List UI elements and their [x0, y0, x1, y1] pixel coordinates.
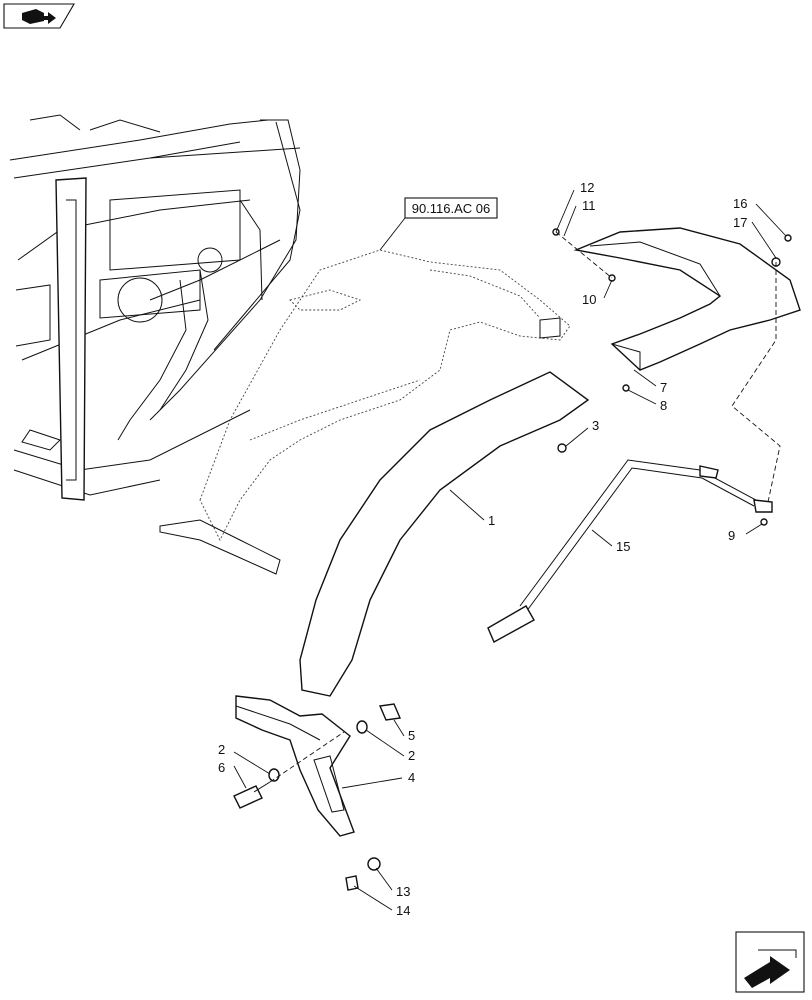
- reference-leader: [379, 217, 406, 251]
- leader-13: [375, 867, 393, 891]
- assembly-axis-right: [731, 262, 781, 503]
- leader-2a: [233, 751, 271, 775]
- nut-8[interactable]: [622, 384, 630, 392]
- fender-extension-lip: [611, 343, 641, 370]
- leader-14: [353, 885, 393, 911]
- leader-12: [555, 189, 575, 233]
- leader-9: [745, 523, 763, 535]
- leader-1: [449, 489, 485, 521]
- support-bracket[interactable]: [487, 459, 773, 643]
- leader-16: [755, 203, 787, 237]
- ghost-fender: [159, 249, 571, 575]
- callout-2a: 2: [218, 742, 225, 757]
- nut-9[interactable]: [760, 518, 768, 526]
- callout-11: 11: [582, 198, 596, 213]
- callout-17: 17: [733, 215, 747, 230]
- screw-16[interactable]: [784, 234, 792, 242]
- leader-2b: [365, 729, 405, 757]
- washer-upper[interactable]: [356, 720, 368, 734]
- leader-3: [565, 427, 589, 447]
- next-page-arrow-icon[interactable]: [735, 931, 805, 993]
- assembly-axis-top: [555, 231, 613, 279]
- callout-6: 6: [218, 760, 225, 775]
- callout-5: 5: [408, 728, 415, 743]
- tractor-cab-frame: [9, 114, 301, 501]
- book-arrow-icon[interactable]: [3, 3, 75, 29]
- leader-17: [751, 221, 777, 259]
- pin-fastener[interactable]: [367, 857, 381, 871]
- callout-7: 7: [660, 380, 667, 395]
- leader-8: [627, 389, 657, 405]
- callout-4: 4: [408, 770, 415, 785]
- leader-10: [603, 279, 613, 299]
- callout-3: 3: [592, 418, 599, 433]
- mud-flap[interactable]: [235, 695, 355, 837]
- bolt-axis: [269, 731, 345, 783]
- callout-10: 10: [582, 292, 596, 307]
- clip-nut[interactable]: [378, 703, 402, 721]
- callout-2b: 2: [408, 748, 415, 763]
- callout-13: 13: [396, 884, 410, 899]
- callout-14: 14: [396, 903, 410, 918]
- callout-8: 8: [660, 398, 667, 413]
- reference-box[interactable]: 90.116.AC 06: [404, 197, 498, 219]
- leader-5: [393, 719, 405, 737]
- callout-15: 15: [616, 539, 630, 554]
- bolt[interactable]: [233, 781, 271, 809]
- leader-11: [563, 205, 577, 237]
- callout-12: 12: [580, 180, 594, 195]
- leader-4: [341, 777, 403, 789]
- leader-15: [591, 529, 613, 547]
- reference-box-label: 90.116.AC 06: [412, 201, 491, 216]
- fender-panel[interactable]: [299, 371, 590, 697]
- callout-9: 9: [728, 528, 735, 543]
- washer-lower[interactable]: [268, 768, 280, 782]
- fender-extension-edge: [589, 241, 721, 297]
- leader-6: [233, 765, 247, 789]
- leader-7: [633, 369, 657, 387]
- callout-16: 16: [733, 196, 747, 211]
- callout-1: 1: [488, 513, 495, 528]
- screw-3[interactable]: [557, 443, 567, 453]
- fender-extension[interactable]: [573, 227, 801, 371]
